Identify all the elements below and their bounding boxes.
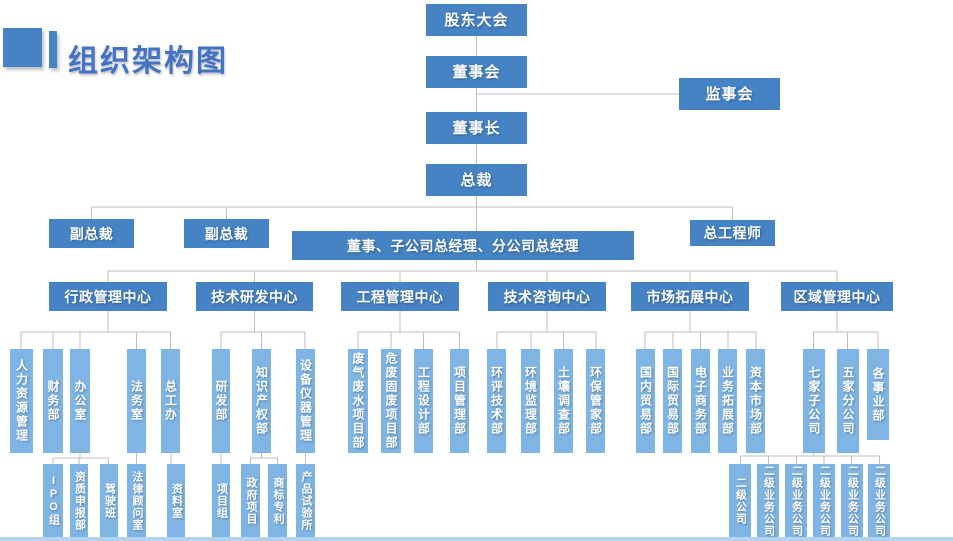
office-second-level-business-company-4: 二级业务公司: [841, 464, 863, 537]
dept-engineering-design: 工程设计部: [414, 349, 433, 453]
footer-strip: [0, 537, 953, 541]
office-project-team: 项目组: [212, 464, 230, 537]
title-accent-bar: [49, 31, 57, 68]
title-accent-square: [3, 28, 42, 67]
dept-environmental-supervision: 环境监理部: [521, 349, 540, 453]
dept-rd: 研发部: [212, 349, 230, 453]
dept-hazardous-solid-waste-projects: 危废固废项目部: [381, 349, 401, 453]
center-tech-consulting: 技术咨询中心: [488, 282, 606, 311]
node-vice-president-1: 副总裁: [49, 219, 134, 248]
office-second-level-business-company-1: 二级业务公司: [757, 464, 779, 537]
node-board-of-directors: 董事会: [426, 56, 527, 88]
dept-seven-subsidiaries: 七家子公司: [803, 349, 825, 453]
center-tech-rd: 技术研发中心: [196, 282, 313, 311]
dept-legal-office: 法务室: [127, 349, 146, 453]
office-legal-counsel-room: 法律顾问室: [127, 464, 146, 537]
dept-five-branches: 五家分公司: [837, 349, 859, 453]
dept-ecommerce: 电子商务部: [691, 349, 710, 453]
node-vice-president-2: 副总裁: [184, 219, 269, 248]
center-regional-management: 区域管理中心: [781, 282, 893, 311]
node-chairman: 董事长: [426, 112, 527, 144]
node-chief-engineer: 总工程师: [690, 220, 775, 246]
node-president: 总裁: [426, 164, 527, 196]
center-admin-management: 行政管理中心: [49, 282, 167, 311]
center-engineering-management: 工程管理中心: [341, 282, 459, 311]
office-second-level-company: 二级公司: [729, 464, 751, 537]
dept-waste-gas-water-projects: 废气废水项目部: [348, 349, 368, 453]
office-second-level-business-company-2: 二级业务公司: [785, 464, 807, 537]
office-government-projects: 政府项目: [241, 464, 260, 537]
office-product-testing-institute: 产品试验所: [296, 464, 315, 537]
dept-project-management: 项目管理部: [450, 349, 469, 453]
office-ipo-group: IPO组: [43, 464, 63, 537]
office-qualification-filing: 资质申报部: [70, 464, 88, 537]
dept-equipment-instrument-management: 设备仪器管理: [296, 349, 315, 453]
office-second-level-business-company-3: 二级业务公司: [813, 464, 835, 537]
office-archives-room: 资料室: [167, 464, 185, 537]
dept-hr-management: 人力资源管理: [10, 349, 33, 453]
dept-general-office: 办公室: [70, 349, 90, 453]
office-driver-team: 驾驶班: [100, 464, 118, 537]
page-title: 组织架构图: [68, 45, 228, 78]
node-supervisory-board: 监事会: [679, 78, 780, 110]
center-market-expansion: 市场拓展中心: [631, 282, 749, 311]
dept-soil-survey: 土壤调查部: [554, 349, 573, 453]
node-directors-subsidiary-gm: 董事、子公司总经理、分公司总经理: [292, 231, 634, 260]
dept-intellectual-property: 知识产权部: [252, 349, 271, 453]
dept-eia-technology: 环评技术部: [487, 349, 506, 453]
dept-domestic-trade: 国内贸易部: [636, 349, 655, 453]
dept-chief-engineer-office: 总工办: [161, 349, 180, 453]
office-second-level-business-company-5: 二级业务公司: [868, 464, 890, 537]
dept-business-development: 业务拓展部: [718, 349, 737, 453]
dept-international-trade: 国际贸易部: [663, 349, 682, 453]
dept-capital-markets: 资本市场部: [746, 349, 765, 453]
node-shareholders-meeting: 股东大会: [426, 4, 527, 36]
dept-finance: 财务部: [43, 349, 63, 453]
dept-business-divisions: 各事业部: [867, 349, 889, 440]
dept-environmental-steward: 环保管家部: [586, 349, 605, 453]
office-trademark-patent: 商标专利: [268, 464, 287, 537]
